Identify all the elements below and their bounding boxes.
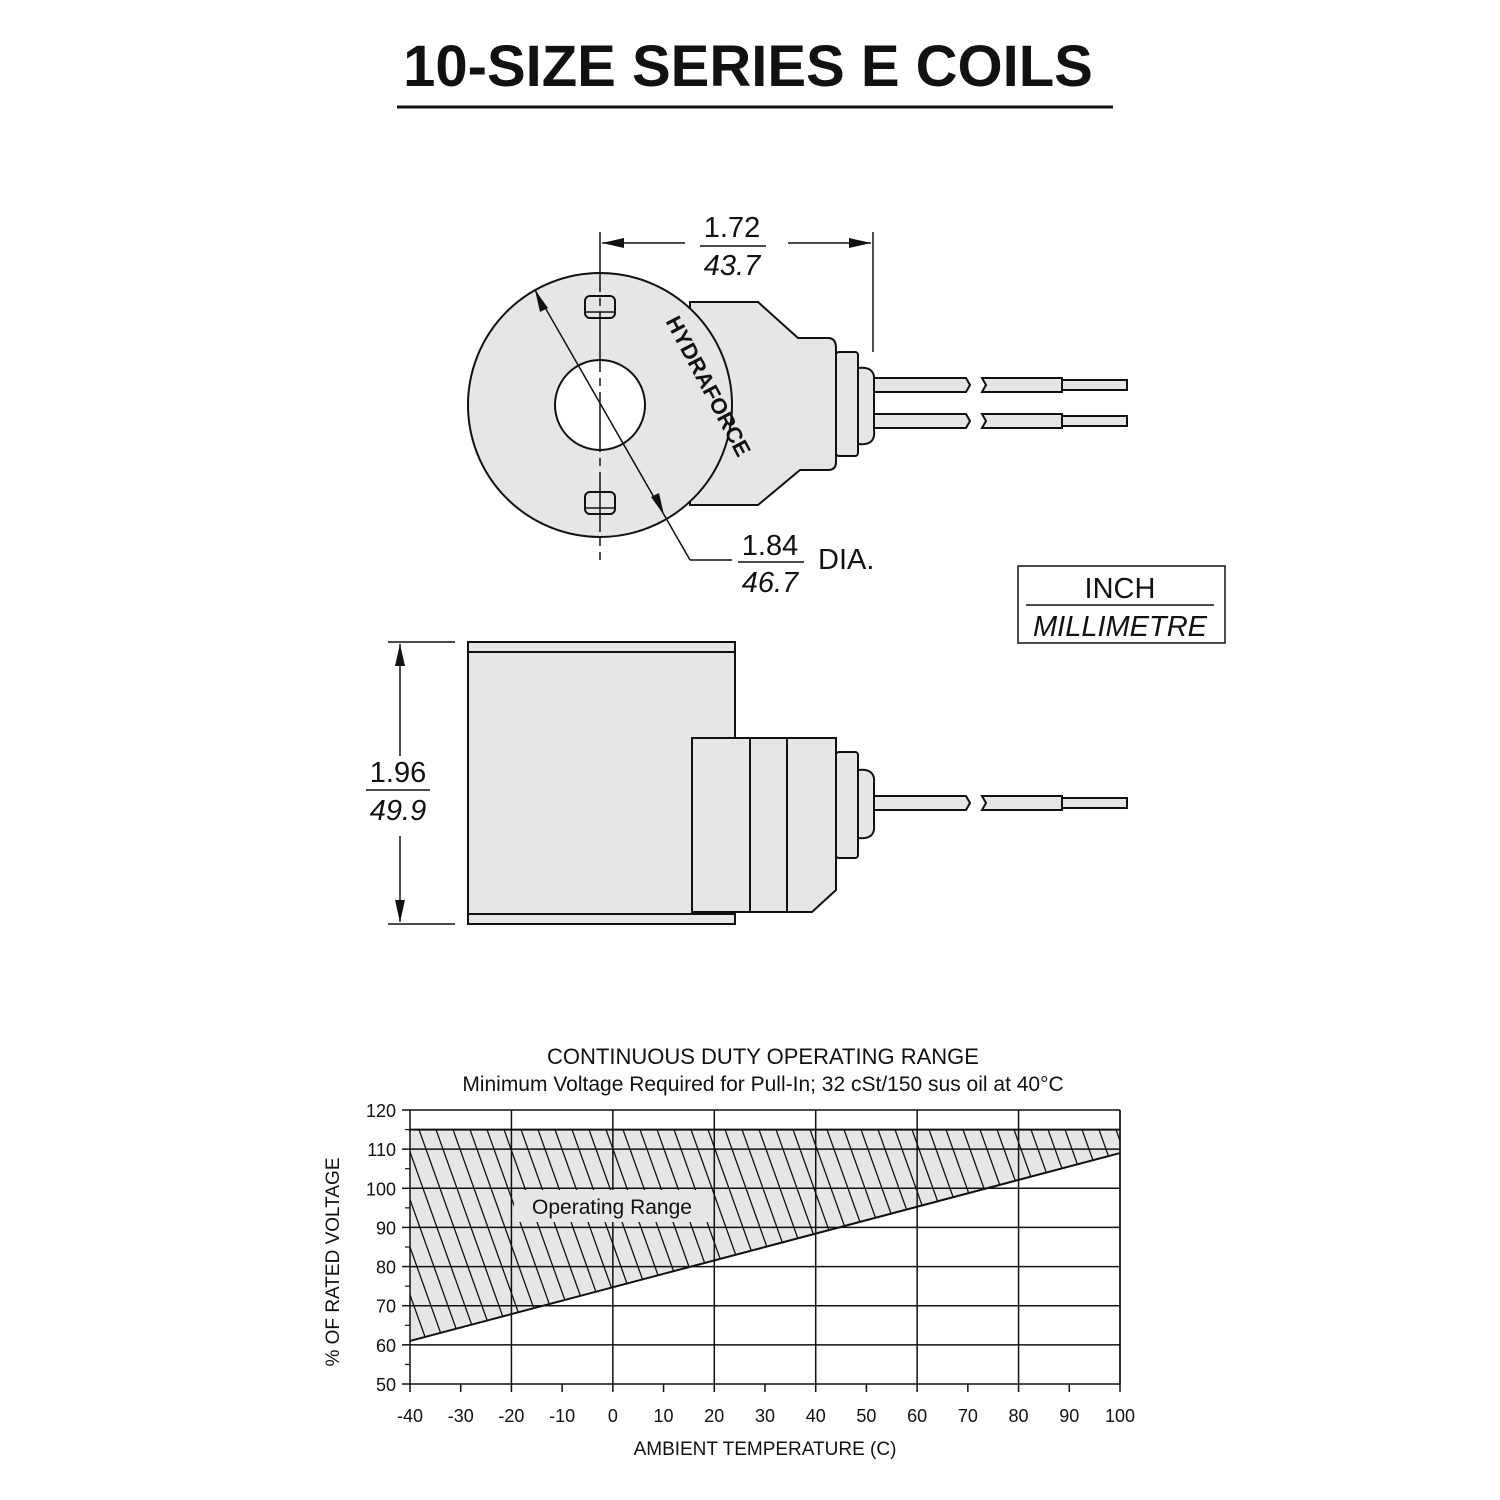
x-tick-label: 50 (856, 1406, 876, 1426)
hatch-line (410, 1129, 498, 1341)
x-tick-label: 90 (1059, 1406, 1079, 1426)
hatch-line (571, 1129, 668, 1341)
diameter-suffix: DIA. (818, 544, 874, 576)
units-millimetre: MILLIMETRE (1033, 611, 1208, 643)
x-tick-label: 20 (704, 1406, 724, 1426)
hatch-line (605, 1129, 702, 1341)
hatch-line (1133, 1130, 1228, 1396)
x-tick-label: 100 (1105, 1406, 1135, 1426)
hatch-line (435, 1129, 532, 1341)
width-dim-inch: 1.72 (704, 212, 760, 244)
x-tick-label: 0 (608, 1406, 618, 1426)
connector-body (689, 301, 837, 506)
diameter-dim-mm: 46.7 (742, 567, 800, 599)
x-tick-label: -10 (549, 1406, 575, 1426)
operating-range-area (410, 1129, 1120, 1341)
x-tick-label: 40 (806, 1406, 826, 1426)
hatch-line (1047, 1129, 1120, 1341)
hatch-line (1167, 1130, 1262, 1396)
y-tick-label: 90 (376, 1218, 396, 1238)
hatch-line (469, 1129, 566, 1341)
x-tick-label: -20 (498, 1406, 524, 1426)
units-legend: INCH MILLIMETRE (1017, 565, 1226, 644)
x-tick-label: -40 (397, 1406, 423, 1426)
x-tick-label: 60 (907, 1406, 927, 1426)
y-tick-label: 50 (376, 1375, 396, 1395)
hatch-line (410, 1129, 464, 1341)
hatch-line (1115, 1129, 1120, 1341)
hatch-line (1064, 1129, 1120, 1341)
side-view (388, 641, 1128, 925)
min-pull-in-line (409, 1152, 1121, 1342)
x-tick-label: 80 (1009, 1406, 1029, 1426)
grommet (857, 366, 876, 446)
y-tick-label: 60 (376, 1336, 396, 1356)
x-tick-label: -30 (448, 1406, 474, 1426)
hatch-line (520, 1129, 617, 1341)
y-tick-label: 70 (376, 1297, 396, 1317)
operating-range-chart: CONTINUOUS DUTY OPERATING RANGE Minimum … (323, 1044, 1279, 1460)
diameter-dim-inch: 1.84 (742, 530, 798, 562)
chart-subtitle: Minimum Voltage Required for Pull-In; 32… (462, 1073, 1063, 1096)
height-dim-inch: 1.96 (370, 757, 426, 789)
chart-grid (409, 1109, 1121, 1385)
front-view (467, 232, 1128, 561)
units-inch: INCH (1085, 573, 1156, 605)
hatch-line (554, 1129, 651, 1341)
hatch-line (639, 1129, 736, 1341)
chart-title: CONTINUOUS DUTY OPERATING RANGE (547, 1044, 979, 1069)
x-axis-label: AMBIENT TEMPERATURE (C) (634, 1439, 897, 1460)
hatch-line (1184, 1130, 1279, 1396)
hatch-line (537, 1129, 634, 1341)
lead-wire-side (873, 795, 1128, 811)
hatch-line (1081, 1129, 1120, 1341)
x-tick-label: 30 (755, 1406, 775, 1426)
page-title: 10-SIZE SERIES E COILS (403, 34, 1093, 99)
grommet-side (857, 768, 876, 840)
connector-side (691, 737, 837, 913)
hatch-line (452, 1129, 549, 1341)
lead-wire-1 (873, 377, 1128, 393)
hatch-line (1150, 1130, 1245, 1396)
connector-side-collar (835, 751, 859, 859)
hatch-line (588, 1129, 685, 1341)
y-tick-label: 110 (367, 1140, 396, 1160)
hatch-line (1098, 1129, 1120, 1341)
hatch-line (410, 1129, 481, 1341)
x-tick-label: 70 (958, 1406, 978, 1426)
x-tick-label: 10 (654, 1406, 674, 1426)
hatch-line (486, 1129, 583, 1341)
y-tick-label: 80 (376, 1258, 396, 1278)
hatch-line (622, 1129, 719, 1341)
chart-annotation: Operating Range (532, 1196, 692, 1219)
lead-wire-2 (873, 413, 1128, 429)
connector-collar (835, 351, 859, 457)
hatch-line (418, 1129, 515, 1341)
coil-side-body (467, 641, 736, 925)
hatch-line (503, 1129, 600, 1341)
y-axis-label: % OF RATED VOLTAGE (323, 1157, 344, 1366)
y-tick-label: 120 (366, 1101, 396, 1121)
y-tick-label: 100 (366, 1179, 396, 1199)
height-dim-mm: 49.9 (370, 795, 426, 827)
hatch-line (1030, 1129, 1120, 1341)
width-dim-mm: 43.7 (704, 250, 762, 282)
